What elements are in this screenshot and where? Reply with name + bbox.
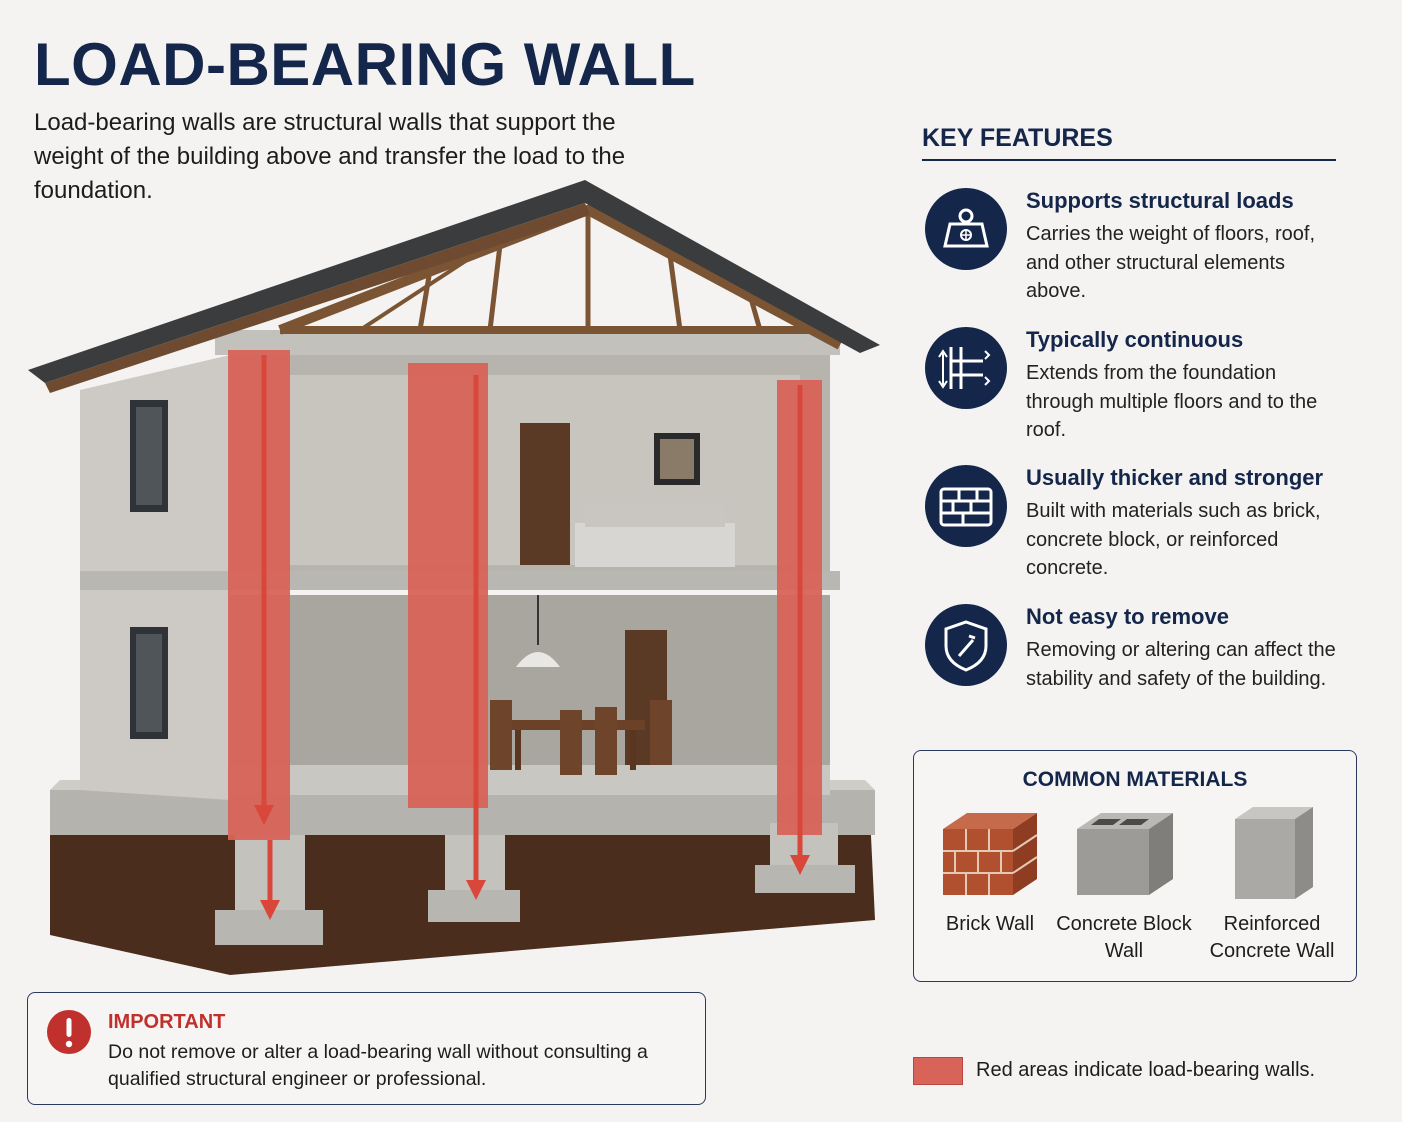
material-brick: Brick Wall [916,803,1064,938]
key-features-divider [922,159,1336,161]
roof [28,180,880,383]
material-concrete-block: Concrete Block Wall [1050,803,1198,965]
footing-middle [428,890,520,922]
reinforced-concrete-icon [1235,807,1313,899]
load-bearing-wall-left [228,350,290,840]
feature-heading: Supports structural loads [1026,188,1294,213]
footing-right [755,865,855,893]
alert-icon [47,1010,91,1054]
important-body: Do not remove or alter a load-bearing wa… [108,1041,648,1090]
legend-text: Red areas indicate load-bearing walls. [976,1059,1316,1081]
feature-heading: Usually thicker and stronger [1026,465,1324,490]
legend-swatch [913,1057,963,1085]
important-notice: IMPORTANT Do not remove or alter a load-… [27,992,706,1105]
brick-wall-icon [943,813,1038,895]
material-reinforced-concrete: Reinforced Concrete Wall [1198,803,1346,965]
common-materials-panel: COMMON MATERIALS Brick Wall [913,750,1357,982]
intro-text: Load-bearing walls are structural walls … [34,109,626,204]
materials-title: COMMON MATERIALS [1022,768,1248,791]
feature-heading: Typically continuous [1026,327,1244,352]
material-label: Reinforced Concrete Wall [1209,913,1335,962]
feature-body: Built with materials such as brick, conc… [1026,500,1321,579]
feature-body: Removing or altering can affect the stab… [1026,639,1336,690]
sofa [575,523,735,567]
concrete-block-icon [1077,813,1173,895]
footing-left [215,910,323,945]
key-features-title: KEY FEATURES [922,124,1113,152]
feature-heading: Not easy to remove [1026,604,1229,629]
feature-body: Carries the weight of floors, roof, and … [1026,223,1316,302]
house-cutaway-illustration [28,180,880,975]
continuous-walls-icon [925,327,1007,409]
weight-icon [925,188,1007,270]
brick-icon [925,465,1007,547]
shield-icon [925,604,1007,686]
door-upper [520,423,570,565]
material-label: Brick Wall [945,913,1035,935]
ground-floor-room [230,595,830,795]
pendant-lamp [516,652,560,667]
page-title: LOAD-BEARING WALL [34,31,696,98]
important-title: IMPORTANT [108,1011,226,1033]
feature-body: Extends from the foundation through mult… [1026,362,1318,441]
material-label: Concrete Block Wall [1056,913,1192,962]
